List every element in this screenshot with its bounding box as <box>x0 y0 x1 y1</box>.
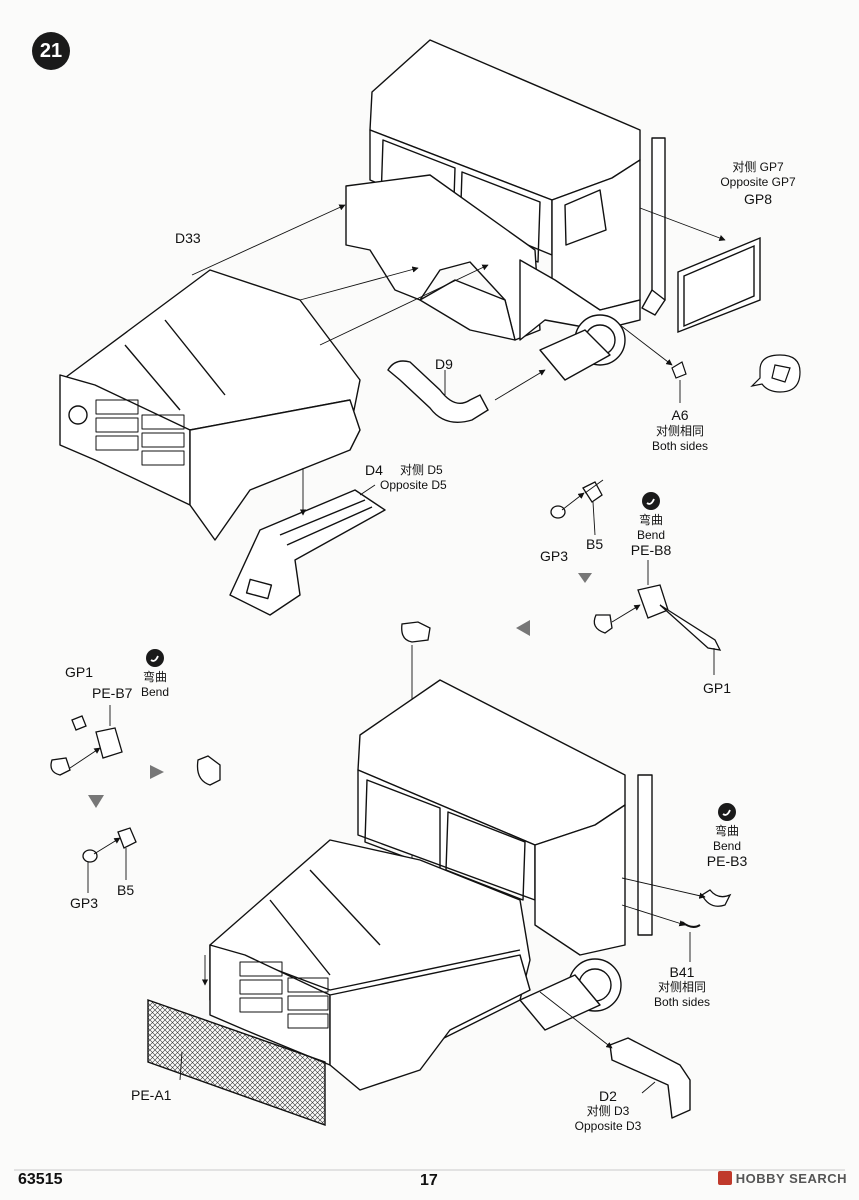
view-callout-icon <box>750 354 801 393</box>
label-a6: A6 <box>671 407 689 423</box>
label-d2: D2 <box>599 1088 617 1104</box>
label-d4: D4 <box>365 462 383 478</box>
mesh-grille-pe-a1 <box>147 999 326 1126</box>
label-b5-top: B5 <box>586 536 604 552</box>
label-b41-cn: 对侧相同 <box>657 980 707 994</box>
label-b41: B41 <box>669 964 695 980</box>
label-gp3-left: GP3 <box>70 895 99 911</box>
assembly-direction-arrow <box>578 573 592 583</box>
label-gp1-right: GP1 <box>703 680 732 696</box>
mirror-sub-assembly-right <box>550 481 722 651</box>
label-b5-left: B5 <box>117 882 135 898</box>
label-d33: D33 <box>175 230 201 246</box>
label-d3-cn: 对侧 D3 <box>586 1104 630 1118</box>
bend-icon <box>146 649 164 667</box>
label-gp8: GP8 <box>743 191 773 207</box>
label-gp7-en: Opposite GP7 <box>720 175 796 189</box>
assembly-direction-arrow <box>516 620 530 636</box>
label-bend3-en: Bend <box>712 839 742 853</box>
bend-icon <box>642 492 660 510</box>
bend-icon <box>718 803 736 821</box>
logo-text: HOBBY SEARCH <box>735 1171 847 1186</box>
label-a6-en: Both sides <box>651 439 709 453</box>
label-gp1-left: GP1 <box>65 664 94 680</box>
assembly-direction-arrow <box>88 795 104 808</box>
label-d3-en: Opposite D3 <box>574 1119 642 1133</box>
kit-number: 63515 <box>18 1171 63 1188</box>
part-a6 <box>671 361 687 379</box>
label-bend2-en: Bend <box>140 685 170 699</box>
watermark-logo: HOBBY SEARCH <box>717 1171 847 1186</box>
label-bend1-en: Bend <box>636 528 666 542</box>
label-pe-b8: PE-B8 <box>630 542 672 558</box>
pipe-d9 <box>387 360 489 423</box>
label-gp7-cn: 对侧 GP7 <box>732 160 784 174</box>
mirror-bracket-top <box>401 621 431 643</box>
label-bend3-cn: 弯曲 <box>714 824 740 838</box>
hood-d33 <box>59 269 361 541</box>
label-a6-cn: 对侧相同 <box>655 424 705 438</box>
page-number: 17 <box>420 1172 438 1189</box>
label-bend1-cn: 弯曲 <box>638 513 664 527</box>
assembly-direction-arrow <box>150 765 164 779</box>
pe-b3-bracket <box>681 889 732 928</box>
label-pe-a1: PE-A1 <box>131 1087 172 1103</box>
label-bend2-cn: 弯曲 <box>142 670 168 684</box>
label-d9: D9 <box>435 356 453 372</box>
label-b41-en: Both sides <box>653 995 711 1009</box>
step-d4 <box>229 489 386 616</box>
label-pe-b7: PE-B7 <box>92 685 133 701</box>
label-d5-cn: 对侧 D5 <box>400 463 443 477</box>
label-gp3-top: GP3 <box>540 548 569 564</box>
logo-mark-icon <box>717 1171 732 1185</box>
step-number-badge: 21 <box>32 32 70 70</box>
label-pe-b3: PE-B3 <box>706 853 748 869</box>
label-d5-en: Opposite D5 <box>380 478 447 492</box>
upper-cab-shell <box>345 39 666 381</box>
gp8-plate <box>677 236 761 334</box>
mirror-sub-assembly-left <box>50 715 221 863</box>
assembled-truck <box>209 679 653 1091</box>
step-d2 <box>609 1037 691 1119</box>
